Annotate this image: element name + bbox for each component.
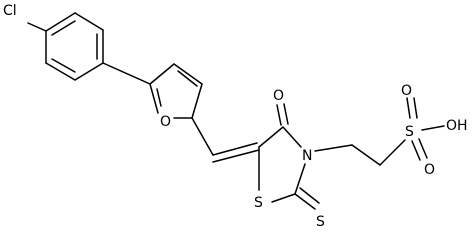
- bond-c-n: [282, 126, 302, 148]
- bond: [74, 12, 104, 31]
- bond-s-oh: [421, 125, 445, 131]
- rhodanine-ring: [258, 126, 306, 203]
- furan-ring: [149, 63, 203, 119]
- bond-exocyclic-double: [212, 142, 258, 156]
- bond: [45, 62, 76, 81]
- bond-so-bottom-2: [418, 138, 428, 159]
- atom-label-furan-oxygen: O: [160, 114, 171, 130]
- bond: [149, 63, 175, 85]
- bond-so-bottom: [411, 140, 421, 161]
- bond-so-top-2: [413, 97, 418, 119]
- atom-label-carbonyl-oxygen: O: [273, 88, 284, 104]
- bond-inner: [51, 58, 76, 73]
- bond-carbonyl: [276, 104, 282, 126]
- atom-label-ring-sulfur: S: [254, 195, 263, 211]
- molecule-drawing: Cl O O N S S S O O OH: [3, 3, 468, 230]
- bond-n-ch2: [314, 144, 353, 152]
- bond-so-top: [406, 97, 411, 119]
- bond-ch2-ch2: [351, 144, 381, 166]
- atom-label-sulfonyl-sulfur: S: [405, 124, 414, 140]
- atom-label-thione-sulfur: S: [316, 214, 325, 230]
- bond-furan-ch: [191, 117, 214, 156]
- bond-inner: [177, 70, 198, 87]
- chlorophenyl-ring: [27, 12, 104, 81]
- bond-thione-2: [299, 187, 320, 204]
- bond: [191, 83, 203, 119]
- bond-n-c: [294, 163, 306, 195]
- bond: [45, 12, 76, 32]
- bond: [173, 63, 203, 85]
- bond-ch2-s: [379, 139, 406, 166]
- bond-aryl-furan: [102, 62, 151, 85]
- bond-inner: [51, 20, 76, 36]
- bond-inner: [156, 88, 162, 107]
- atom-label-chlorine: Cl: [3, 3, 17, 19]
- atom-label-nitrogen: N: [302, 148, 312, 164]
- atom-label-sulfonyl-oxygen-bottom: O: [424, 162, 435, 178]
- bond-o-c: [149, 83, 159, 114]
- atom-label-hydroxyl: OH: [446, 118, 468, 134]
- bond: [258, 126, 284, 148]
- bond-cl-c: [27, 22, 47, 32]
- bond-carbonyl-2: [283, 103, 289, 125]
- bond-exocyclic-double-2: [212, 149, 260, 163]
- atom-label-sulfonyl-oxygen-top: O: [401, 83, 412, 99]
- bond-c-s: [271, 193, 296, 203]
- bond: [74, 62, 104, 81]
- bond-thione: [294, 193, 316, 210]
- structure-diagram: Cl O O N S S S O O OH: [3, 3, 468, 230]
